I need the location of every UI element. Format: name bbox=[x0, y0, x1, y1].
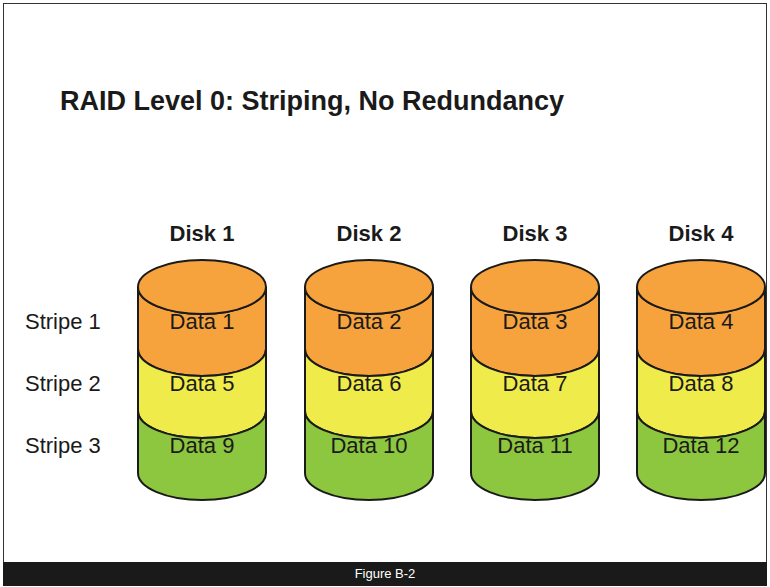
data-segment: Data 1 bbox=[137, 287, 267, 349]
figure-caption: Figure B-2 bbox=[3, 562, 767, 586]
data-block-label: Data 4 bbox=[636, 309, 766, 335]
data-segment: Data 5 bbox=[137, 349, 267, 411]
segment-body bbox=[305, 411, 433, 500]
stripe-label: Stripe 2 bbox=[25, 371, 101, 397]
segment-body bbox=[305, 349, 433, 438]
data-block-label: Data 10 bbox=[304, 433, 434, 459]
segment-body bbox=[637, 411, 765, 500]
data-block-label: Data 3 bbox=[470, 309, 600, 335]
cylinder-top bbox=[637, 260, 765, 314]
data-block-label: Data 6 bbox=[304, 371, 434, 397]
data-block-label: Data 5 bbox=[137, 371, 267, 397]
disk-heading: Disk 3 bbox=[470, 220, 600, 248]
data-segment: Data 4 bbox=[636, 287, 766, 349]
data-block-label: Data 1 bbox=[137, 309, 267, 335]
cylinder-top bbox=[471, 260, 599, 314]
disk-cylinder: Disk 2 Data 2 Data 6 Data 10 bbox=[304, 215, 434, 505]
data-segment: Data 2 bbox=[304, 287, 434, 349]
cylinder-top bbox=[305, 260, 433, 314]
stripe-label: Stripe 3 bbox=[25, 433, 101, 459]
segment-body bbox=[471, 349, 599, 438]
data-segment: Data 7 bbox=[470, 349, 600, 411]
disk-cylinder: Disk 4 Data 4 Data 8 Data 12 bbox=[636, 215, 766, 505]
data-segment: Data 10 bbox=[304, 411, 434, 473]
data-block-label: Data 8 bbox=[636, 371, 766, 397]
data-segment: Data 3 bbox=[470, 287, 600, 349]
segment-body bbox=[138, 411, 266, 500]
segment-body bbox=[471, 411, 599, 500]
data-segment: Data 11 bbox=[470, 411, 600, 473]
disk-heading: Disk 1 bbox=[137, 220, 267, 248]
disk-cylinder: Disk 3 Data 3 Data 7 Data 11 bbox=[470, 215, 600, 505]
stripe-label: Stripe 1 bbox=[25, 309, 101, 335]
disk-heading: Disk 2 bbox=[304, 220, 434, 248]
data-segment: Data 6 bbox=[304, 349, 434, 411]
data-block-label: Data 7 bbox=[470, 371, 600, 397]
data-segment: Data 12 bbox=[636, 411, 766, 473]
data-block-label: Data 9 bbox=[137, 433, 267, 459]
disk-heading: Disk 4 bbox=[636, 220, 766, 248]
data-block-label: Data 12 bbox=[636, 433, 766, 459]
segment-body bbox=[637, 349, 765, 438]
segment-body bbox=[138, 349, 266, 438]
cylinder-top bbox=[138, 260, 266, 314]
disk-cylinder: Disk 1 Data 1 Data 5 Data 9 bbox=[137, 215, 267, 505]
data-block-label: Data 11 bbox=[470, 433, 600, 459]
data-segment: Data 9 bbox=[137, 411, 267, 473]
diagram-title: RAID Level 0: Striping, No Redundancy bbox=[60, 86, 564, 117]
data-block-label: Data 2 bbox=[304, 309, 434, 335]
data-segment: Data 8 bbox=[636, 349, 766, 411]
